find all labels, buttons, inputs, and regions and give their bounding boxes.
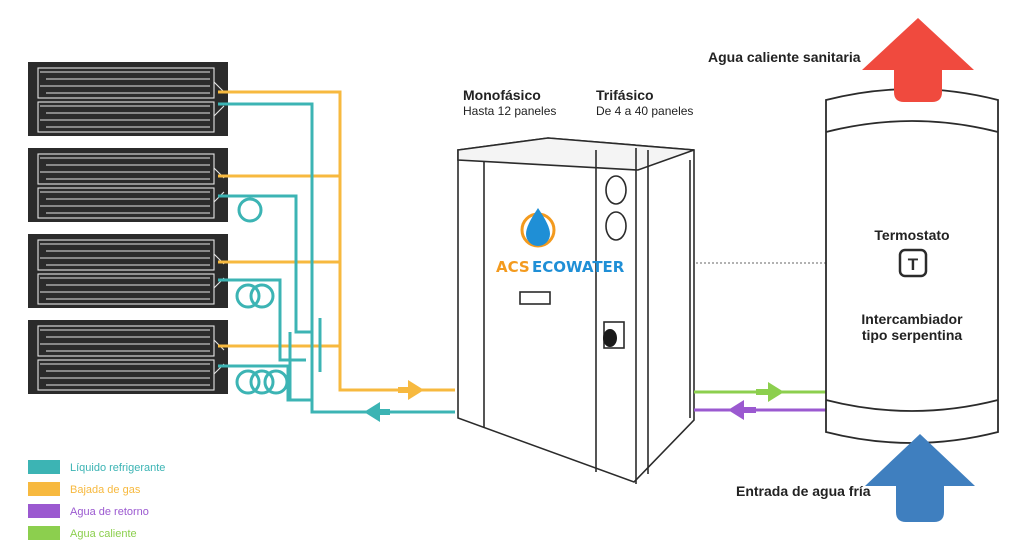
legend-swatch <box>28 504 60 518</box>
legend-item: Bajada de gas <box>28 482 141 496</box>
legend-item: Agua de retorno <box>28 504 149 518</box>
unit-display-slot <box>519 291 551 305</box>
water-drop-icon <box>526 208 550 246</box>
tri-subtitle: De 4 a 40 paneles <box>596 104 693 118</box>
exchanger-label-line1: Intercambiador <box>861 311 963 327</box>
refrigerant-flow-arrow <box>364 402 390 422</box>
unit-gauges <box>605 175 627 241</box>
thermostat-icon <box>898 248 928 278</box>
panel-circuit <box>40 277 210 300</box>
legend-swatch <box>28 460 60 474</box>
panel-circuit <box>40 363 210 386</box>
brand-acs: ACS <box>496 258 530 276</box>
panel-circuit <box>40 191 210 214</box>
panel-circuit <box>40 157 210 180</box>
legend-item: Agua caliente <box>28 526 137 540</box>
gauge-bottom <box>605 211 627 241</box>
panel-circuit <box>40 329 210 352</box>
mono-title: Monofásico <box>463 87 541 103</box>
tri-title: Trifásico <box>596 87 654 103</box>
panel-circuit <box>40 71 210 94</box>
panel-circuit <box>40 243 210 266</box>
brand-logo: ACS ECOWATER <box>496 208 625 276</box>
legend-swatch <box>28 482 60 496</box>
solar-panels <box>28 62 228 394</box>
exchanger-label-line2: tipo serpentina <box>862 327 963 343</box>
thermostat-label: Termostato <box>874 227 949 243</box>
solar-panel <box>28 62 228 136</box>
thermostat-symbol: T <box>908 255 919 274</box>
legend-swatch <box>28 526 60 540</box>
gas-flow-arrow <box>398 380 424 400</box>
hot-water-outlet-label: Agua caliente sanitaria <box>708 49 861 65</box>
legend-label: Bajada de gas <box>70 484 141 496</box>
gauge-top <box>605 175 627 205</box>
gas-pipes <box>218 90 455 392</box>
legend-label: Agua caliente <box>70 528 137 540</box>
legend-label: Líquido refrigerante <box>70 462 165 474</box>
return-water-flow-arrow <box>728 400 756 420</box>
cold-water-inlet-arrow <box>865 434 975 522</box>
solar-panel <box>28 234 228 308</box>
cold-water-inlet-label: Entrada de agua fría <box>736 483 871 499</box>
legend-item: Líquido refrigerante <box>28 460 165 474</box>
mono-subtitle: Hasta 12 paneles <box>463 104 556 118</box>
heat-pump-unit <box>457 137 695 484</box>
solar-panel <box>28 148 228 222</box>
solar-panel <box>28 320 228 394</box>
unit-switch <box>603 321 625 349</box>
brand-ecowater: ECOWATER <box>532 258 625 276</box>
legend-label: Agua de retorno <box>70 506 149 518</box>
refrigerant-pipes <box>218 102 455 414</box>
refrigerant-coils <box>235 197 289 395</box>
panel-circuit <box>40 105 210 128</box>
hot-water-flow-arrow <box>756 382 784 402</box>
hot-water-outlet-arrow <box>862 18 974 102</box>
